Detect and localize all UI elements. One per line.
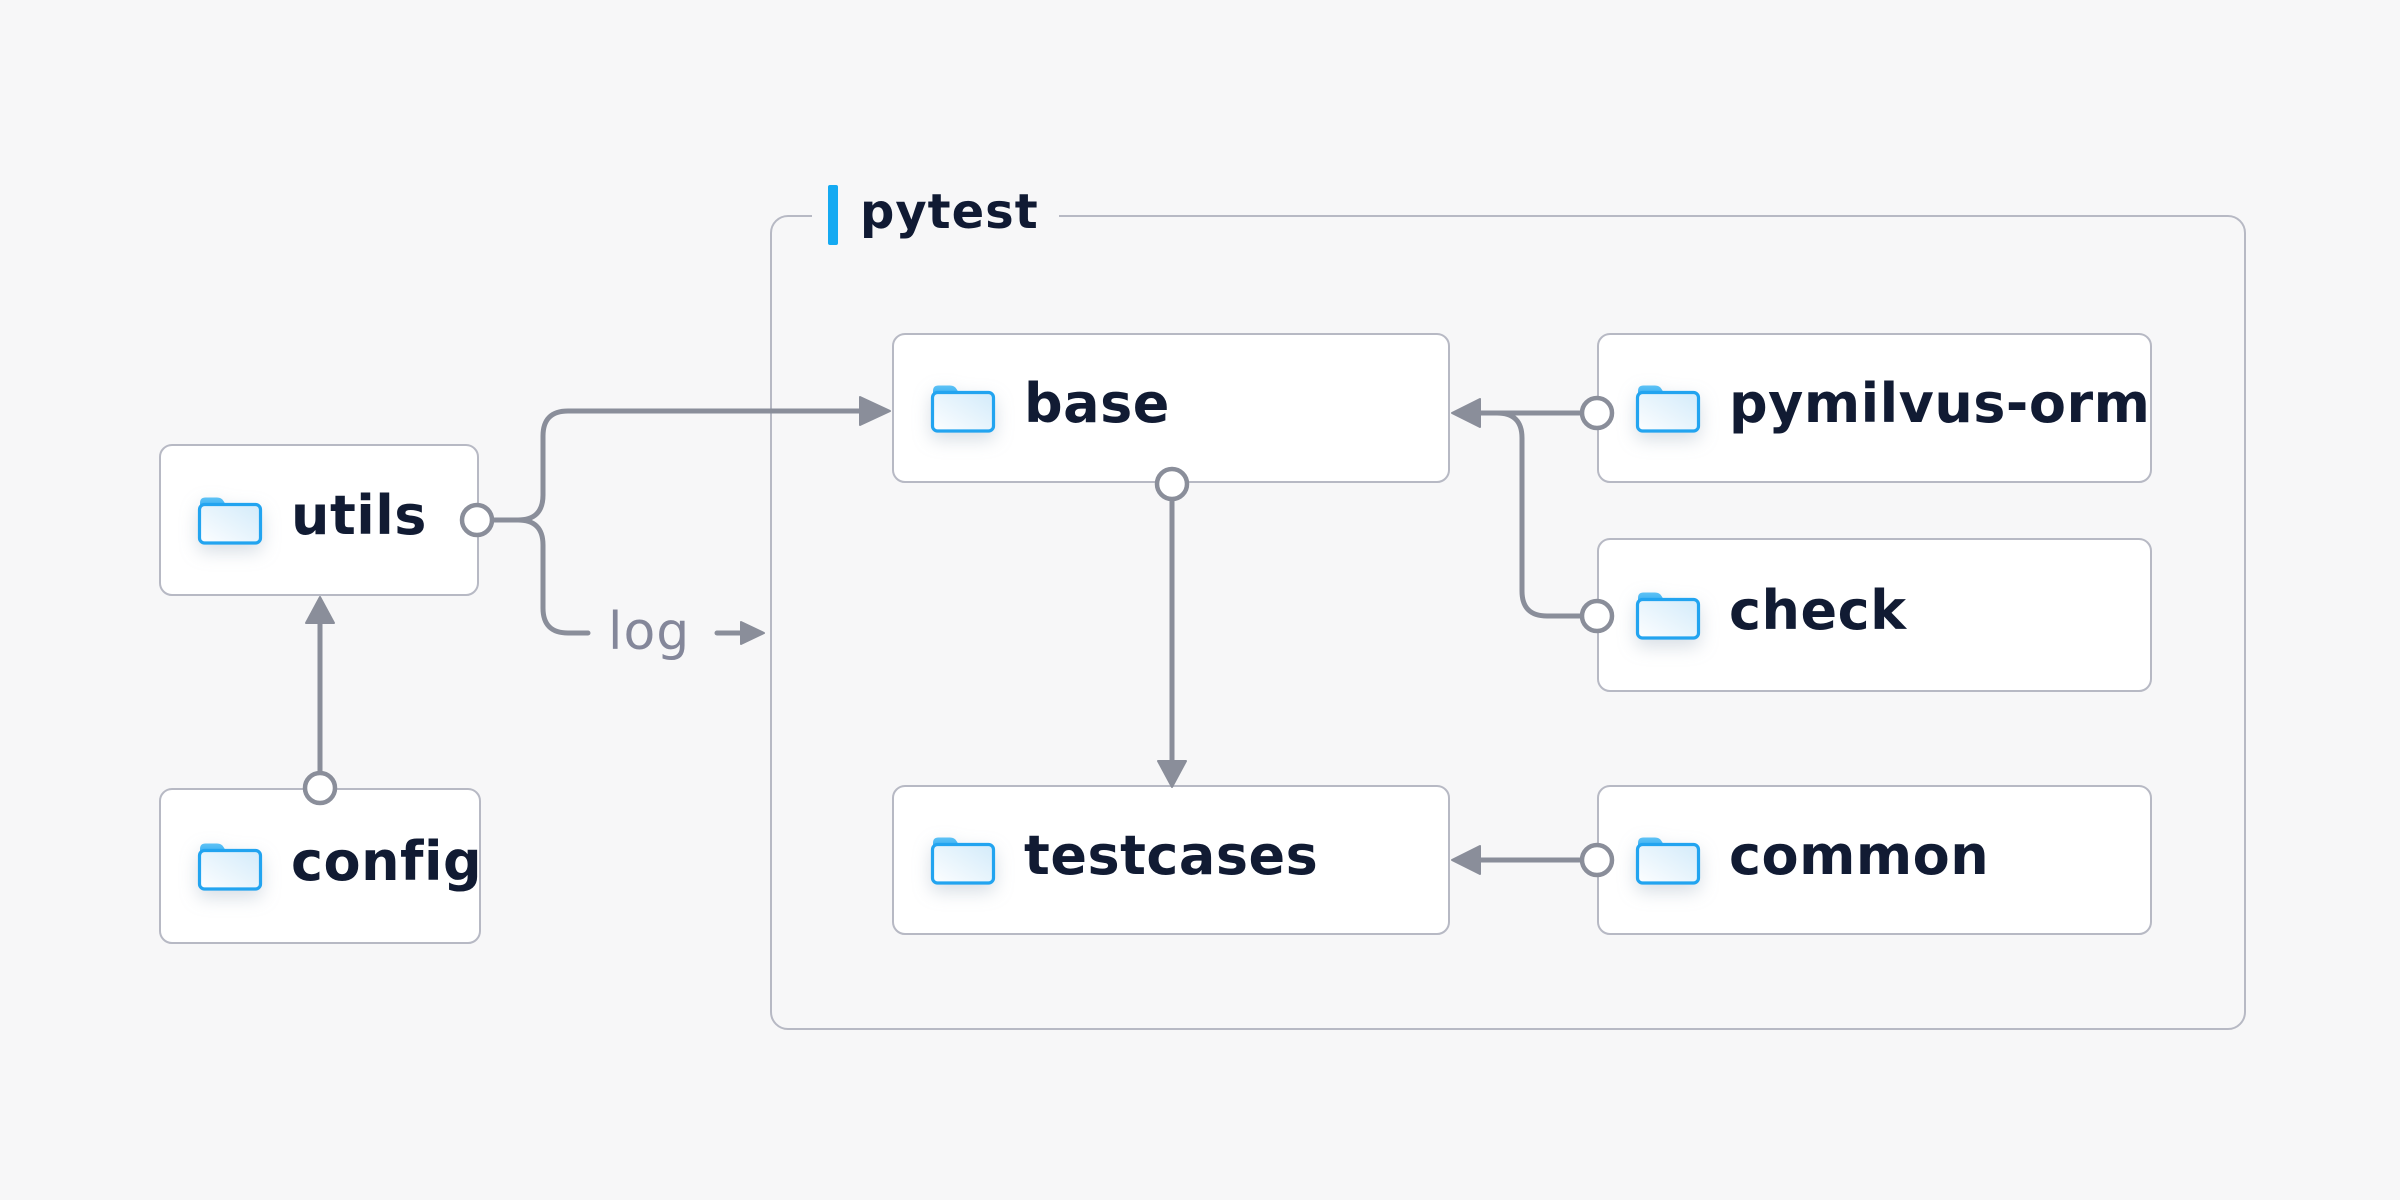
arrowhead-right-small (740, 621, 765, 645)
node-label: check (1729, 579, 1907, 642)
folder-icon (1635, 382, 1701, 434)
node-label: base (1024, 372, 1170, 435)
node-testcases: testcases (892, 785, 1450, 935)
node-label: config (291, 830, 483, 893)
pytest-group-label: pytest (812, 184, 1059, 246)
node-label: pymilvus-orm (1729, 372, 2151, 435)
node-label: testcases (1024, 824, 1319, 887)
node-config: config (159, 788, 483, 944)
node-label: utils (291, 484, 427, 547)
arrowhead-up (305, 596, 335, 624)
folder-icon (197, 494, 263, 546)
node-base: base (892, 333, 1450, 483)
node-pymilvus-orm: pymilvus-orm (1597, 333, 2152, 483)
folder-icon (930, 382, 996, 434)
node-label: common (1729, 824, 1990, 887)
folder-icon (197, 840, 263, 892)
edge-label-log: log (608, 602, 691, 662)
edge-config-to-utils (302, 596, 338, 806)
folder-icon (1635, 834, 1701, 886)
node-utils: utils (159, 444, 479, 596)
node-check: check (1597, 538, 2152, 692)
accent-bar-icon (828, 185, 838, 245)
folder-icon (930, 834, 996, 886)
pytest-group-title: pytest (860, 184, 1039, 240)
folder-icon (1635, 589, 1701, 641)
node-common: common (1597, 785, 2152, 935)
pytest-group-container (770, 215, 2246, 1030)
